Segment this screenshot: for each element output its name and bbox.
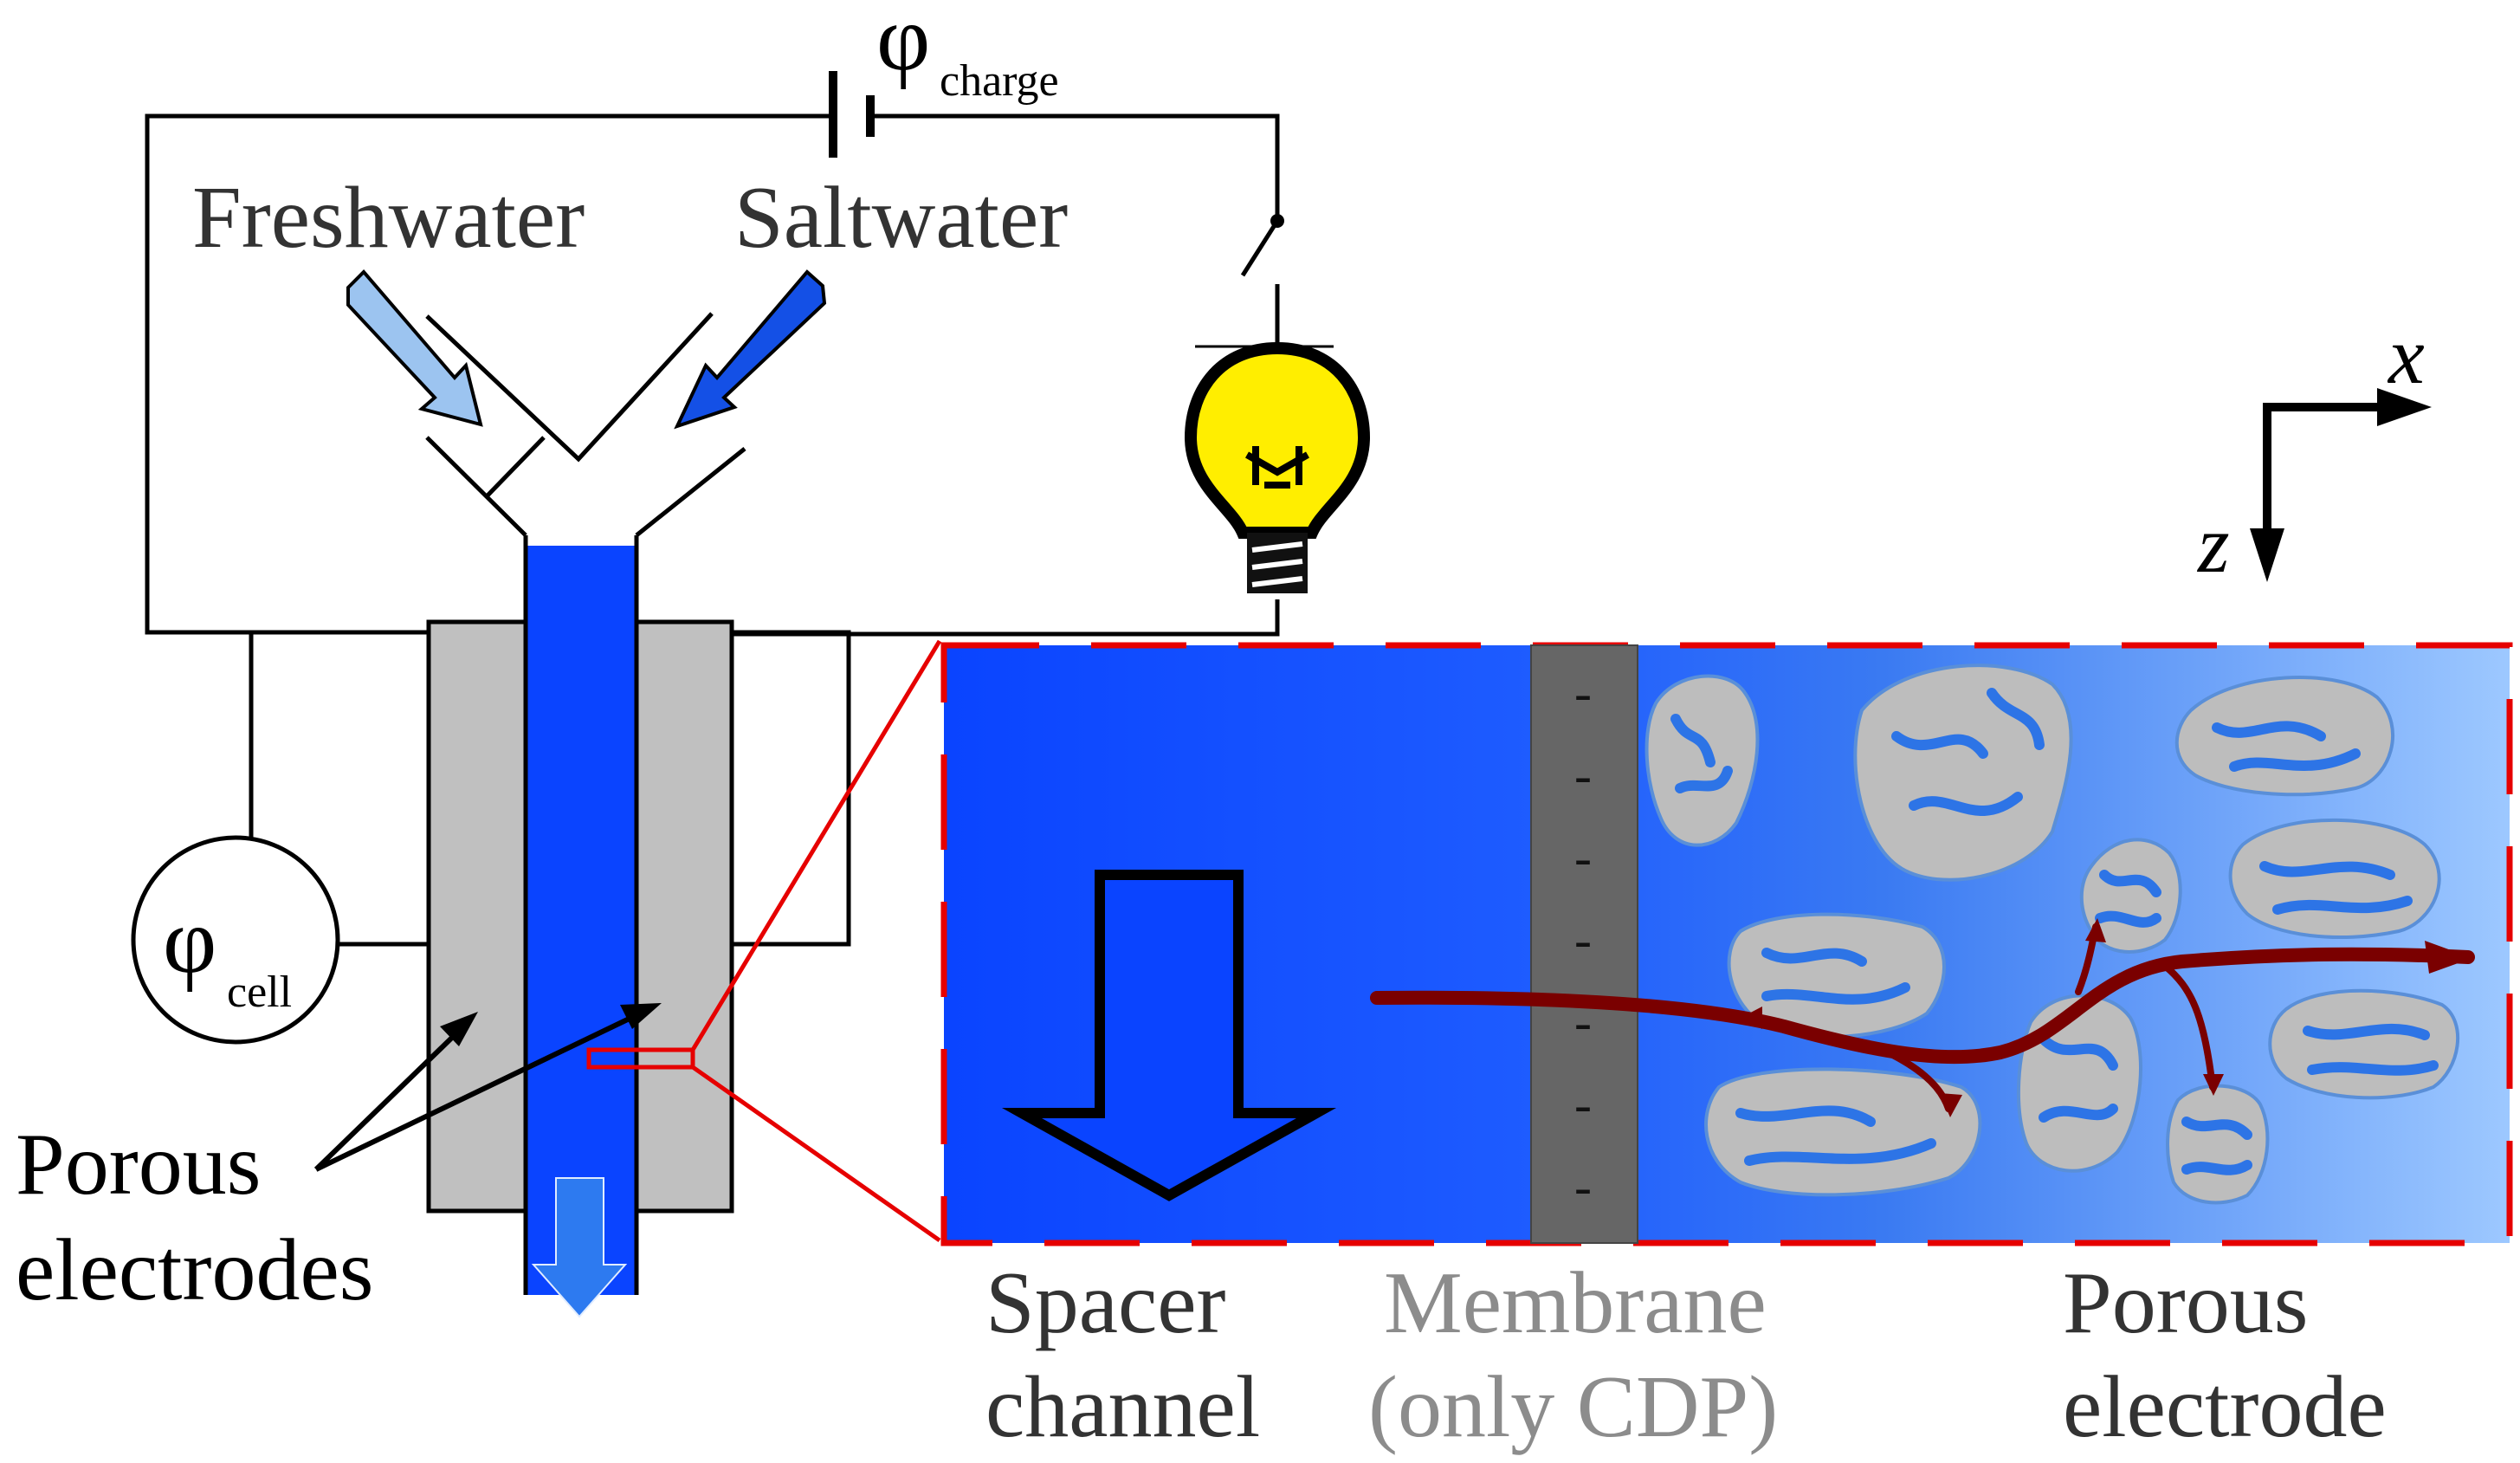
outflow-arrow-icon xyxy=(531,1177,628,1318)
particle xyxy=(1727,912,1946,1039)
freshwater-label: Freshwater xyxy=(192,169,585,267)
phi-charge-subscript: charge xyxy=(940,56,1059,106)
porous-electrodes-label-1: Porous xyxy=(16,1116,261,1214)
svg-text:-: - xyxy=(1574,664,1592,722)
phi-charge-symbol: φ xyxy=(876,0,930,90)
spacer-label-1: Spacer xyxy=(985,1254,1226,1352)
phi-cell-subscript: cell xyxy=(227,968,292,1017)
saltwater-label: Saltwater xyxy=(734,169,1068,267)
freshwater-arrow-icon xyxy=(346,269,483,427)
saltwater-arrow-icon xyxy=(674,269,827,430)
svg-text:-: - xyxy=(1574,1158,1592,1215)
particle xyxy=(2016,994,2142,1173)
particle xyxy=(2228,818,2441,939)
membrane-label-1: Membrane xyxy=(1384,1254,1767,1352)
electrode-pointer-arrows xyxy=(313,1003,662,1172)
switch-symbol xyxy=(1240,214,1284,277)
cell-voltage-meter xyxy=(131,835,340,1045)
porous-electrode-label-1: Porous xyxy=(2063,1254,2308,1352)
battery-symbol xyxy=(829,71,875,158)
axis-z-label: z xyxy=(2196,500,2230,590)
particle xyxy=(2166,1084,2270,1205)
flow-down-arrow-icon xyxy=(1001,870,1337,1201)
membrane-charges: - - - - - - - xyxy=(1574,664,1592,1215)
particle xyxy=(1704,1067,1982,1197)
axis-x-label: x xyxy=(2387,311,2425,401)
cell-assembly xyxy=(425,312,746,1318)
svg-text:-: - xyxy=(1574,747,1592,804)
svg-text:-: - xyxy=(1574,829,1592,886)
svg-text:-: - xyxy=(1574,911,1592,968)
lightbulb-icon xyxy=(1184,341,1371,593)
particle xyxy=(2268,988,2460,1100)
zoom-panel: - - - - - - - xyxy=(940,642,2513,1246)
porous-electrodes-label-2: electrodes xyxy=(16,1221,373,1319)
porous-electrode-label-2: electrode xyxy=(2063,1358,2387,1456)
spacer-label-2: channel xyxy=(985,1358,1260,1456)
svg-text:-: - xyxy=(1574,1076,1592,1133)
ion-path-arrowheads xyxy=(1741,918,2472,1117)
zoom-marker xyxy=(586,1047,695,1070)
particle xyxy=(1853,664,2073,882)
membrane-strip xyxy=(1530,644,1638,1244)
phi-cell-symbol: φ xyxy=(163,890,216,993)
particle-pores xyxy=(1670,688,2439,1175)
membrane-label-2: (only CDP) xyxy=(1368,1358,1778,1456)
axes-indicator xyxy=(2250,388,2432,582)
